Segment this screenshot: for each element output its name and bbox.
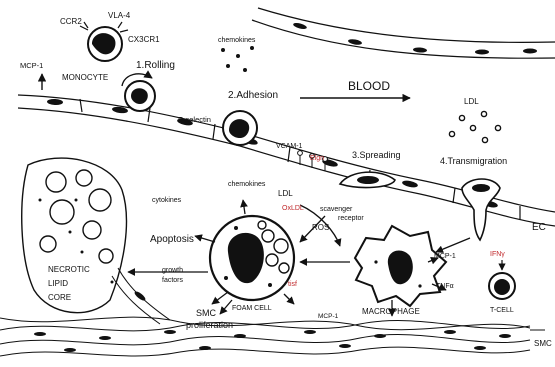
smc-nuclei [34, 330, 511, 352]
chemokine-dots [221, 46, 254, 72]
ros-label: ROS [312, 223, 329, 232]
rolling-monocyte [122, 74, 155, 111]
transmigration-label: 4.Transmigration [440, 156, 507, 166]
mcp1-bottom-label: MCP-1 [318, 313, 339, 320]
adhesion-label: 2.Adhesion [228, 90, 278, 101]
growth-label: growth [162, 267, 183, 274]
chemokines-mid-label: chemokines [228, 181, 266, 188]
necrotic-core [22, 158, 127, 313]
blood-label: BLOOD [348, 79, 390, 93]
upper-vessel-wall [252, 8, 555, 58]
macrophage-cell [355, 226, 446, 306]
macrophage-label: MACROPHAGE [362, 307, 420, 316]
smc-label: SMC [534, 339, 552, 348]
oxldl-label: OxLDL [282, 205, 304, 212]
factors-label: factors [162, 277, 184, 284]
foam-cell [210, 216, 294, 300]
tnfa-label: TNFα [436, 283, 454, 290]
t-cell [489, 260, 515, 299]
smc-prolif-label-1: SMC [196, 308, 217, 318]
ccr2-label: CCR2 [60, 17, 82, 26]
smc-prolif-label-2: proliferation [186, 320, 233, 330]
ldl-top-label: LDL [464, 97, 479, 106]
red-lower-label: tisf [288, 281, 297, 288]
red-upper-label: Elgn [310, 155, 324, 162]
ec-label: EC [532, 222, 546, 233]
vcam1-label: VCAM-1 [276, 143, 303, 150]
ldl-particles [449, 111, 500, 142]
endothelial-nuclei [47, 99, 499, 209]
rolling-label: 1.Rolling [136, 60, 175, 71]
cx3cr1-label: CX3CR1 [128, 35, 160, 44]
scavenger-label: scavenger [320, 206, 353, 213]
labels: CCR2 VLA-4 CX3CR1 MCP-1 MONOCYTE 1.Rolli… [20, 11, 552, 348]
tcell-label: T-CELL [490, 307, 514, 314]
core-label: CORE [48, 293, 71, 302]
transmigrating-monocyte [462, 179, 500, 240]
monocyte-label: MONOCYTE [62, 73, 108, 82]
spreading-label: 3.Spreading [352, 150, 401, 160]
mcp1-mid-label: MCP-1 [434, 253, 456, 260]
cytokines-label: cytokines [152, 197, 182, 204]
tcell-red-label: IFNγ [490, 251, 505, 258]
receptor-label: receptor [338, 215, 364, 222]
adhering-monocyte [223, 111, 257, 145]
foam-cell-label: FOAM CELL [232, 305, 272, 312]
ldl-mid-label: LDL [278, 189, 293, 198]
smooth-muscle-layer [0, 317, 530, 356]
spreading-monocyte [340, 172, 395, 187]
necrotic-label: NECROTIC [48, 265, 90, 274]
apoptosis-label: Apoptosis [150, 234, 194, 245]
lipid-label: LIPID [48, 279, 68, 288]
e-selectin-label: E-selectin [178, 115, 211, 124]
monocyte-cell [80, 22, 128, 61]
vla4-label: VLA-4 [108, 11, 131, 20]
mcp1-top-label: MCP-1 [20, 61, 43, 70]
chemokines-top-label: chemokines [218, 37, 256, 44]
